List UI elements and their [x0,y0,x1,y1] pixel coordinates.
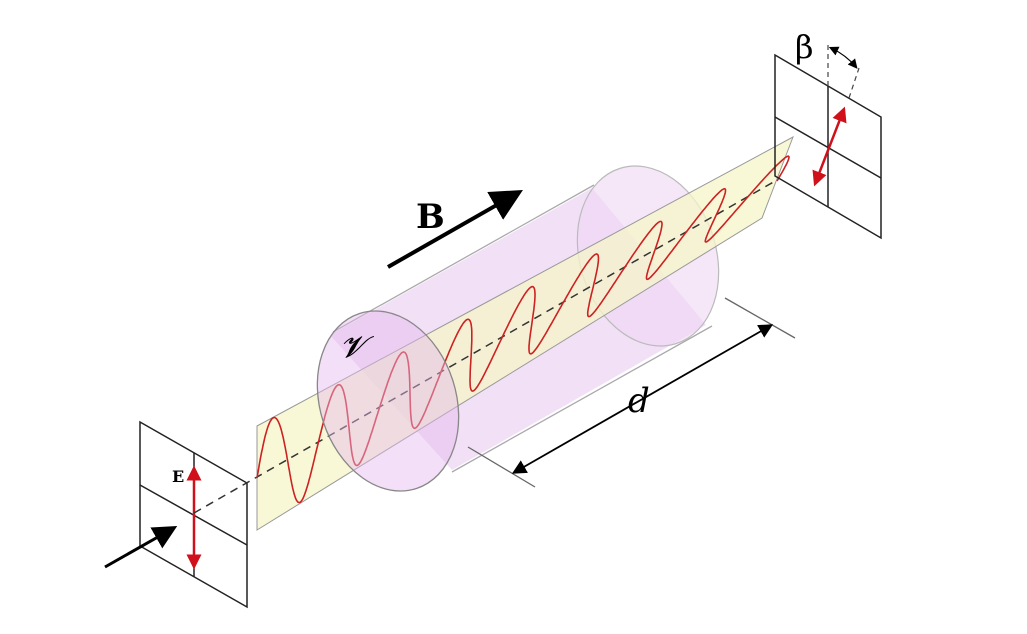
magnetic-field-label: B [416,197,445,237]
field-label: E [172,467,184,486]
input-arrow [104,526,178,569]
rotation-angle-arc [828,46,858,69]
rotated-reference-line [848,67,860,99]
length-label: d [628,381,650,421]
length-dimension [467,297,796,488]
light-wave [256,155,790,504]
magnetic-field-arrow [387,190,523,269]
cylinder-front-face [316,310,460,492]
rotation-angle-label: β [795,28,814,66]
output-polarization-arrow [812,106,847,187]
